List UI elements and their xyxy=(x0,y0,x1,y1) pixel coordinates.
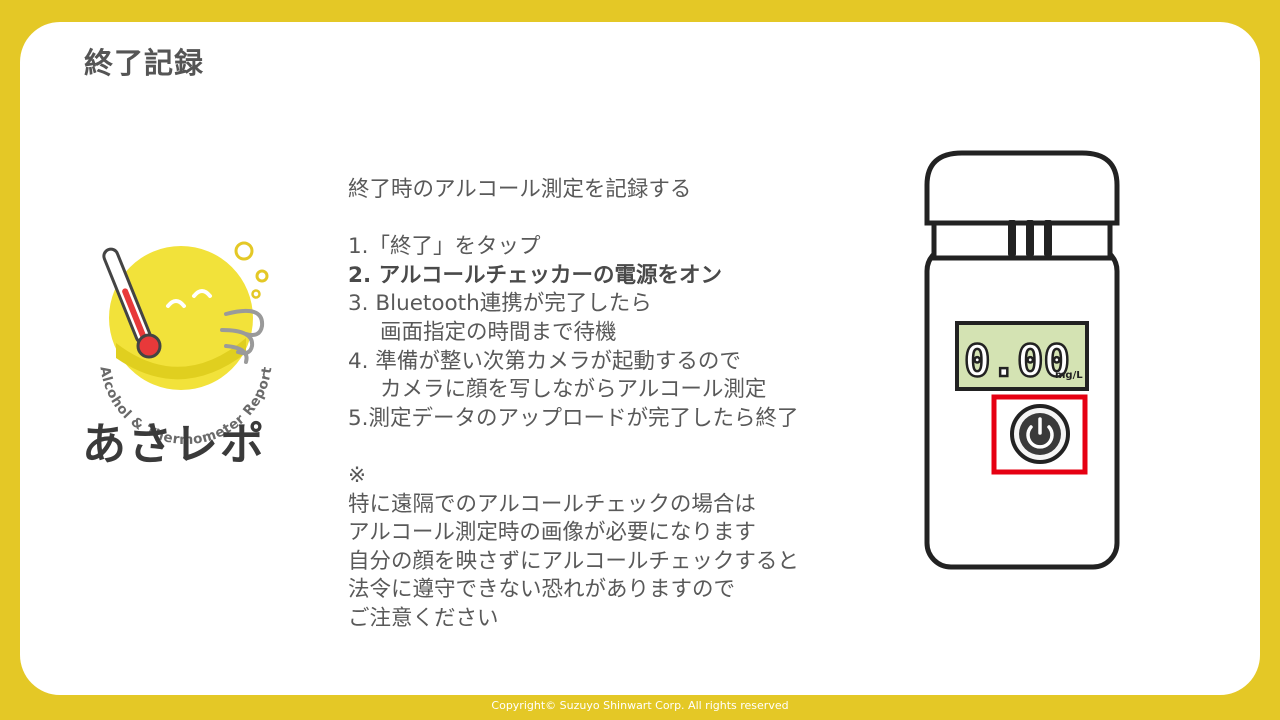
vent-slots xyxy=(1008,220,1052,256)
step-1: 1.「終了」をタップ xyxy=(348,234,541,260)
thermometer-icon xyxy=(102,247,162,359)
step-2: 2. アルコールチェッカーの電源をオン xyxy=(348,262,722,288)
power-button-highlight xyxy=(991,394,1088,475)
note-mark: ※ xyxy=(348,462,367,488)
step-4-cont: カメラに顔を写しながらアルコール測定 xyxy=(380,377,767,403)
lcd-screen xyxy=(955,321,1089,391)
note-line-5: ご注意ください xyxy=(348,605,499,631)
power-button[interactable] xyxy=(1010,404,1070,464)
copyright-footer: Copyright© Suzuyo Shinwart Corp. All rig… xyxy=(491,699,789,712)
lcd-reading: 0.00 xyxy=(964,336,1070,387)
asarepo-logo: Alcohol & Thermometer Report xyxy=(96,241,275,448)
page-title: 終了記録 xyxy=(84,46,205,80)
step-4: 4. 準備が整い次第カメラが起動するので xyxy=(348,348,741,374)
step-3-cont: 画面指定の時間まで待機 xyxy=(380,319,617,345)
brand-name: あさレポ xyxy=(82,419,266,470)
alcohol-checker-device: 0.00 mg/L xyxy=(924,150,1120,570)
note-line-2: アルコール測定時の画像が必要になります xyxy=(348,520,756,546)
note-line-4: 法令に遵守できない恐れがありますので xyxy=(348,577,736,603)
note-line-1: 特に遠隔でのアルコールチェックの場合は xyxy=(348,491,756,517)
step-5: 5.測定データのアップロードが完了したら終了 xyxy=(348,405,799,431)
spacer xyxy=(348,433,878,462)
spacer xyxy=(348,205,878,234)
note-line-3: 自分の顔を映さずにアルコールチェックすると xyxy=(348,548,799,574)
breath-swirl-icon xyxy=(220,309,265,364)
lcd-unit: mg/L xyxy=(1055,370,1083,381)
instructions-block: 終了時のアルコール測定を記録する 1.「終了」をタップ 2. アルコールチェッカ… xyxy=(348,176,878,634)
power-icon xyxy=(1026,417,1054,449)
step-3: 3. Bluetooth連携が完了したら xyxy=(348,291,652,317)
intro-text: 終了時のアルコール測定を記録する xyxy=(348,177,692,202)
